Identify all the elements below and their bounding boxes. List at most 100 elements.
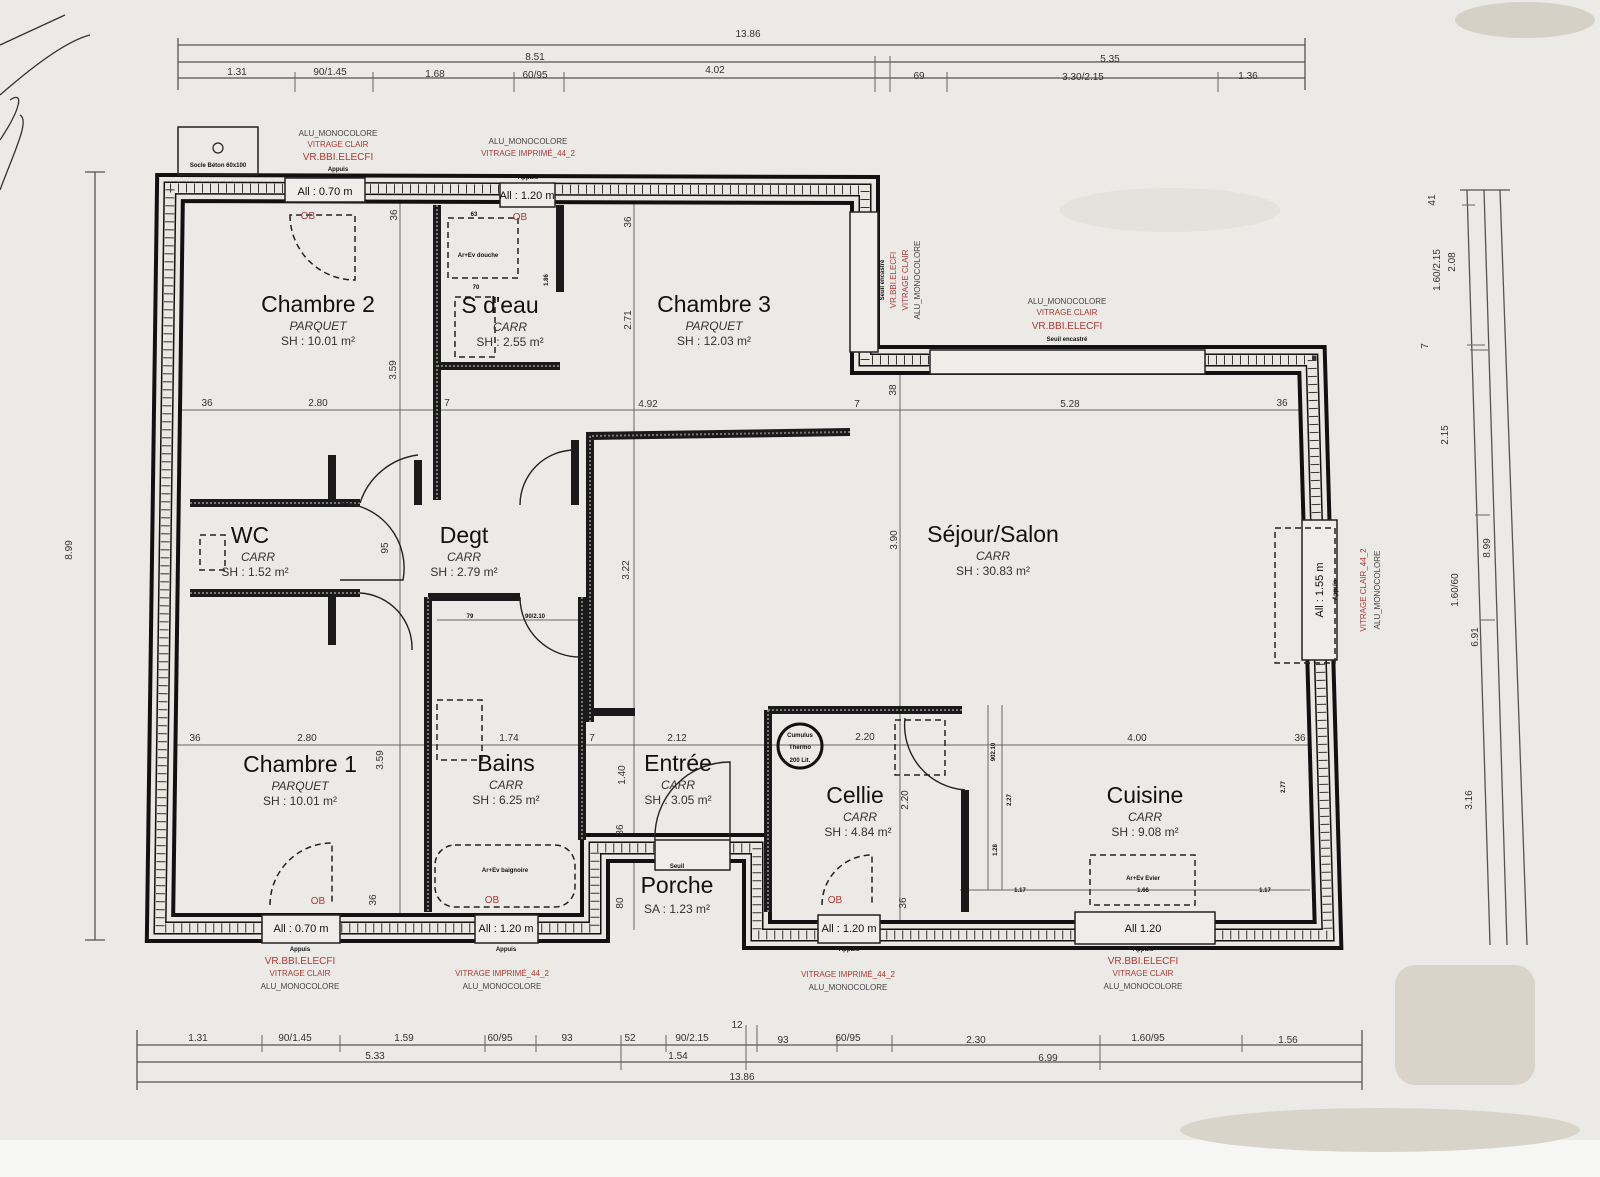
window-frame-label: ALU_MONOCOLORE <box>1028 297 1107 306</box>
room-name: Entrée <box>644 750 712 776</box>
fixture-label: 1.66 <box>1137 888 1149 894</box>
room-area: SH : 2.55 m² <box>476 335 543 349</box>
dimension-label: 90/1.45 <box>313 67 347 78</box>
window-label: All : 1.20 m <box>499 190 554 202</box>
window-sill-label: Appuis <box>839 947 860 953</box>
dimension-label: 2.20 <box>855 732 875 743</box>
room-name: Cuisine <box>1107 782 1184 808</box>
dimension-label: 2.20 <box>900 790 911 810</box>
dimension-label: 36 <box>201 398 213 409</box>
redaction-mark <box>1180 1108 1580 1152</box>
window-swing <box>1274 527 1336 664</box>
dimension-label: 36 <box>615 824 626 836</box>
dimension-label: 4.00 <box>1127 733 1147 744</box>
dimension-label: 95 <box>380 542 391 554</box>
room-floor: CARR <box>661 778 695 792</box>
dimension-label: 7 <box>589 733 595 744</box>
window-frame-label: ALU_MONOCOLORE <box>1104 982 1183 991</box>
room-floor: CARR <box>489 778 523 792</box>
dimension-label: 2.30 <box>966 1035 986 1046</box>
dimension-label: 4.02 <box>705 65 725 76</box>
ob-label: OB <box>485 895 500 906</box>
room-porche: Seuil Porche SA : 1.23 m² <box>641 864 714 916</box>
room-chambre-2: Chambre 2 PARQUET SH : 10.01 m² <box>261 291 375 348</box>
dimension-label: 6.91 <box>1470 627 1481 647</box>
dimension-label: 1.40 <box>617 765 628 785</box>
dimension-label: 1.54 <box>668 1051 688 1062</box>
door-swings <box>269 214 966 906</box>
room-wc: WC CARR SH : 1.52 m² <box>221 522 288 579</box>
dimension-label: 7 <box>1420 343 1431 349</box>
dimension-label: 2.80 <box>297 733 317 744</box>
room-name: Chambre 1 <box>243 751 357 777</box>
window-sill-label: Seuil encastré <box>1047 337 1088 343</box>
dimension-label: 93 <box>561 1033 573 1044</box>
window-glazing-label: VITRAGE CLAIR <box>270 969 331 978</box>
window-frame-label: ALU_MONOCOLORE <box>463 982 542 991</box>
room-floor: PARQUET <box>289 319 348 333</box>
window-sill-label: Appuis <box>328 167 349 173</box>
dimension-label: 5.28 <box>1060 399 1080 410</box>
threshold-label: Seuil <box>670 864 685 870</box>
redaction-mark <box>1060 188 1280 232</box>
window-label: All : 1.20 m <box>478 923 533 935</box>
window-sill-label: Seuil encastré <box>880 259 886 300</box>
dimension-label: 13.86 <box>729 1072 754 1083</box>
dimension-label: 2.12 <box>667 733 687 744</box>
window-sill-label: Appuis <box>1133 947 1154 953</box>
dimension-label: 52 <box>624 1033 636 1044</box>
window-sill-label: Appuis <box>518 175 539 181</box>
dimension-label: 1.31 <box>227 67 247 78</box>
dimension-label: 80 <box>615 897 626 909</box>
room-floor: CARR <box>493 320 527 334</box>
room-area: SH : 1.52 m² <box>221 565 288 579</box>
water-heater-label: Thermo <box>789 745 811 751</box>
window-label: All : 0.70 m <box>273 923 328 935</box>
dimension-label: 1.56 <box>1278 1035 1298 1046</box>
water-heater-label: 200 Lit. <box>790 758 811 764</box>
dimension-label: 5.33 <box>365 1051 385 1062</box>
room-area: SH : 12.03 m² <box>677 334 751 348</box>
fixtures <box>199 217 1196 908</box>
dimension-label: 7 <box>444 398 450 409</box>
dimension-label: 38 <box>888 384 899 396</box>
dimension-label: 6.99 <box>1038 1053 1058 1064</box>
dimension-label: 79 <box>467 614 474 620</box>
room-area: SH : 10.01 m² <box>263 794 337 808</box>
dimension-label: 41 <box>1427 194 1438 206</box>
room-salle-d-eau: S d'eau CARR SH : 2.55 m² <box>461 292 543 349</box>
dimension-label: 36 <box>389 209 400 221</box>
dimension-label: 3.22 <box>621 560 632 580</box>
window-shutter-label: VR.BBI.ELECFI <box>265 956 336 967</box>
dimension-label: 36 <box>368 894 379 906</box>
room-floor: CARR <box>976 549 1010 563</box>
dimension-label: 1.74 <box>499 733 519 744</box>
window-frame-label: ALU_MONOCOLORE <box>1373 551 1382 630</box>
dimension-label: 8.99 <box>1482 538 1493 558</box>
window-frame-label: ALU_MONOCOLORE <box>299 129 378 138</box>
dimension-label: 1.31 <box>188 1033 208 1044</box>
interior-walls <box>190 205 969 912</box>
dimension-label: 1.60/2.15 <box>1432 249 1443 291</box>
dimension-label: 70 <box>473 285 480 291</box>
room-name: Séjour/Salon <box>927 521 1059 547</box>
room-floor: PARQUET <box>271 779 330 793</box>
dimension-label: 36 <box>898 897 909 909</box>
dimension-label: 1.68 <box>425 69 445 80</box>
room-degagement: Degt CARR SH : 2.79 m² <box>430 522 497 579</box>
room-bains: Bains CARR SH : 6.25 m² <box>472 750 539 807</box>
dimension-label: 3.59 <box>388 360 399 380</box>
interior-dimensions: 36 2.80 3.59 36 7 4.92 2.71 36 7 38 5.28… <box>189 209 1306 909</box>
room-name: Chambre 2 <box>261 291 375 317</box>
window-shutter-label: VR.BBI.ELECFI <box>889 252 898 308</box>
dimension-label: 3.90 <box>889 530 900 550</box>
window-glazing-label: VITRAGE IMPRIMÉ_44_2 <box>801 970 895 979</box>
window-shutter-label: VR.BBI.ELECFI <box>1032 321 1103 332</box>
window-glazing-label: VITRAGE CLAIR <box>901 249 910 310</box>
concrete-base-box <box>177 126 259 176</box>
dimension-label: 5.35 <box>1100 54 1120 65</box>
dimension-label: 1.86 <box>544 274 550 286</box>
fixture-label: Ar+Ev Evier <box>1126 876 1161 882</box>
dimension-label: 2.71 <box>623 310 634 330</box>
